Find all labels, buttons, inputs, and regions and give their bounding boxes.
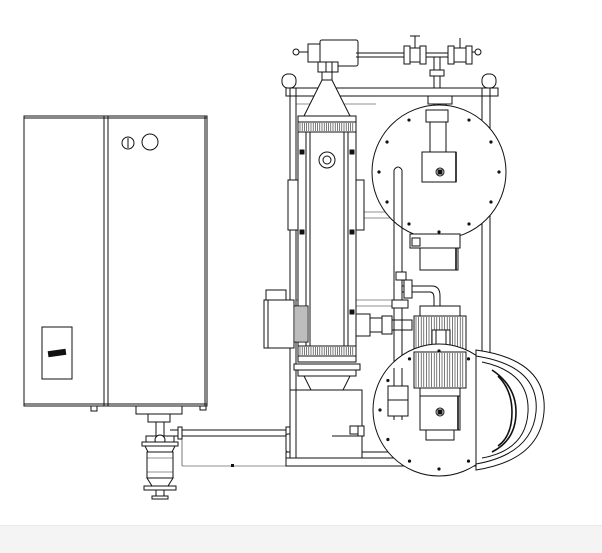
detail-circle-lower [372,343,506,477]
technical-drawing [23,35,545,500]
collection-tank [289,389,365,459]
feed-tank [475,349,545,471]
bottom-bar [0,525,602,553]
ball-valve-icon [447,38,482,65]
control-cabinet [23,115,208,412]
ball-valve-icon [403,35,427,65]
feed-pump-motor [263,289,309,349]
detail-circle-upper [371,104,507,240]
outlet-piping [135,405,316,500]
selector-switch-icon [141,133,159,151]
circulation-pump-motor [391,233,461,368]
top-valve-assembly [292,35,482,120]
coupling [355,313,413,337]
cabinet-nameplate [41,326,73,380]
membrane-column [287,71,365,437]
indicator-lamp-icon [121,136,135,150]
